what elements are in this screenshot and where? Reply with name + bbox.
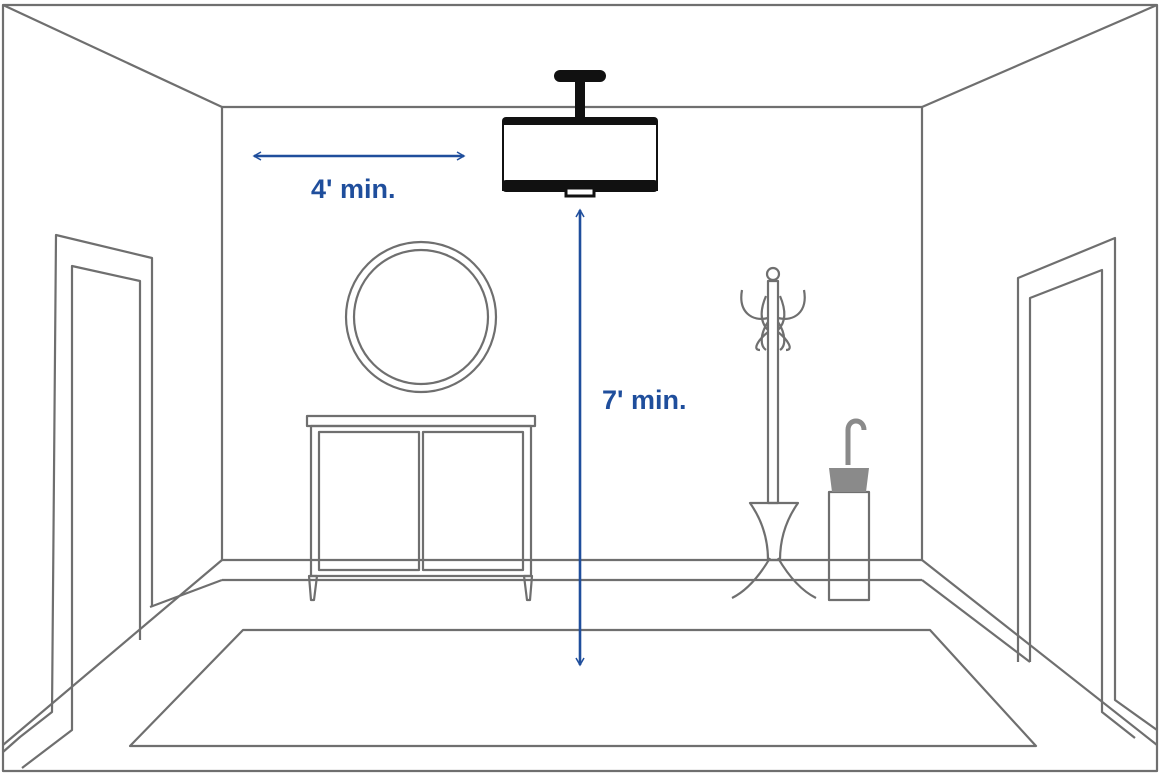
vertical-clearance-label: 7' min.	[602, 385, 687, 415]
right-door-frame-inner	[1028, 268, 1136, 739]
left-door-frame-inner	[21, 264, 142, 769]
cabinet-body	[309, 424, 533, 578]
round-mirror-inner	[352, 248, 490, 386]
fixture-stem	[575, 82, 585, 118]
coat-rack-base-funnel	[748, 501, 800, 562]
round-mirror-outer	[344, 240, 498, 394]
right-door-frame-outer	[1016, 236, 1158, 731]
baseboard-left	[149, 578, 223, 609]
umbrella-stand-box	[827, 490, 871, 602]
left-door-frame-outer	[2, 233, 154, 753]
cabinet	[305, 414, 537, 602]
fixture-bottom-band	[502, 180, 658, 192]
ceiling-corner-right	[921, 3, 1158, 109]
coat-rack-arm-right	[777, 331, 791, 352]
cabinet-leg-right	[522, 574, 534, 602]
umbrella-stand	[827, 418, 871, 602]
floor-corner-left	[2, 559, 223, 746]
coat-rack-arm-left	[755, 331, 769, 352]
cabinet-door-left	[317, 430, 421, 572]
ceiling-light-fixture	[502, 70, 658, 198]
coat-rack-pole	[766, 279, 780, 505]
fixture-bulb-cap	[564, 186, 596, 198]
umbrella-handle	[845, 418, 867, 465]
cabinet-top	[305, 414, 537, 428]
fixture-canopy	[554, 70, 606, 82]
horizontal-clearance-label: 4' min.	[311, 174, 396, 204]
coat-rack-arm-right-low	[777, 321, 786, 351]
umbrella-canopy	[829, 468, 869, 492]
coat-rack-hook-left-inner	[760, 295, 769, 331]
rug	[128, 628, 1038, 748]
coat-rack-arm-left-low	[760, 321, 769, 351]
ceiling-corner-left	[2, 4, 223, 108]
coat-rack-foot-right	[777, 557, 817, 599]
baseboard-right	[921, 579, 1031, 663]
cabinet-door-right	[421, 430, 525, 572]
cabinet-leg-left	[307, 574, 319, 602]
coat-rack-hook-left-outer	[740, 289, 769, 320]
coat-rack-hook-right-inner	[777, 295, 786, 331]
coat-rack-finial	[765, 266, 781, 282]
outer-frame	[1, 3, 1159, 773]
coat-rack	[731, 266, 817, 599]
floor-corner-right	[921, 559, 1158, 746]
coat-rack-hook-right-outer	[777, 289, 806, 320]
coat-rack-foot-left	[731, 557, 771, 599]
fixture-shade	[502, 123, 658, 191]
